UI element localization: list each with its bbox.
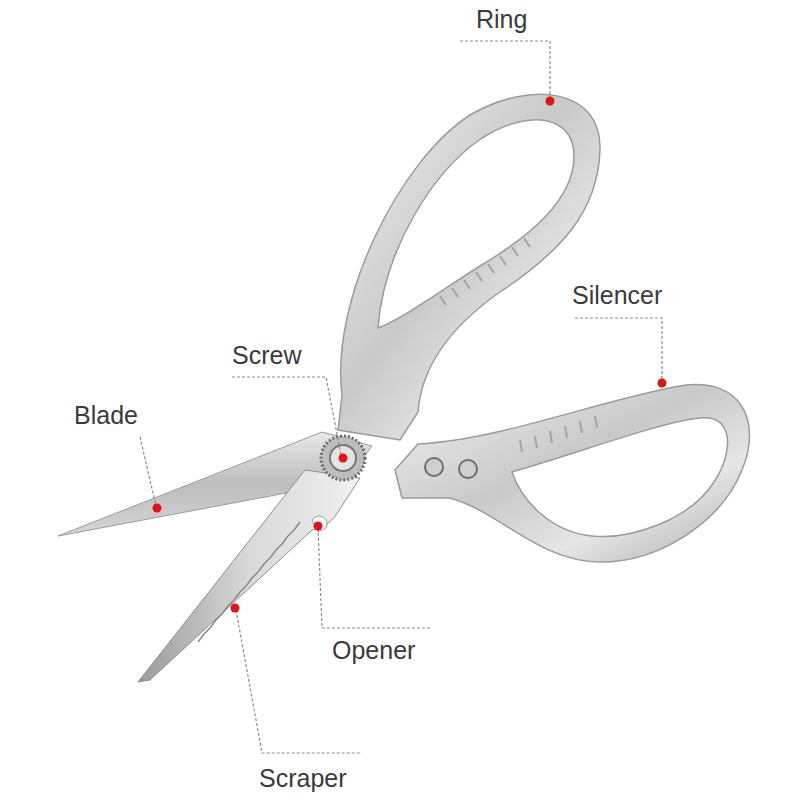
part-label: Scraper [257,763,349,793]
lower-handle-ring [395,385,749,562]
part-label: Ring [474,4,529,34]
part-label: Screw [230,340,303,370]
part-label: Opener [330,635,417,665]
pivot-screw [330,445,356,471]
scraper-teeth [198,522,300,642]
marker-dots [153,97,667,613]
leader-lines [140,41,662,753]
upper-handle-ring [338,94,600,440]
grip-ridges [440,238,530,305]
lower-blade [138,470,360,682]
rivet [425,458,443,476]
part-label: Blade [72,400,140,430]
opener-notch [312,516,327,532]
grip-ridges [520,416,597,452]
rivet [459,460,477,478]
pivot-screw [321,436,365,480]
part-label: Silencer [570,280,664,310]
